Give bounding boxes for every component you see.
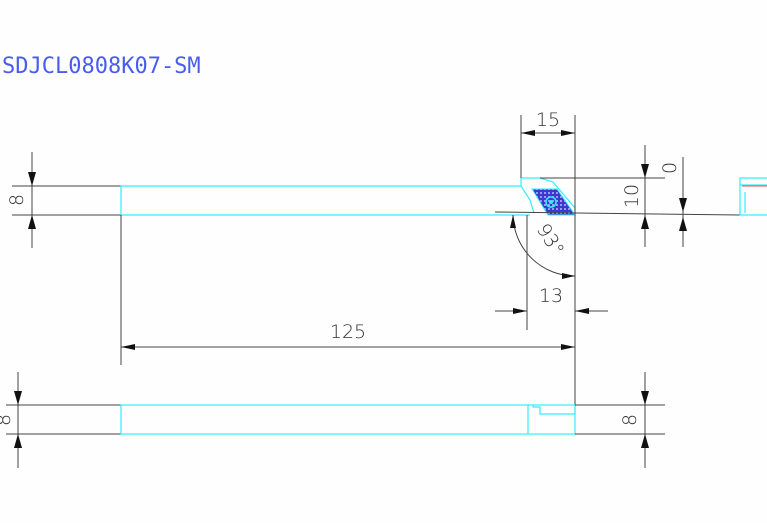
side-view: 8 8	[0, 372, 665, 468]
drawing-title: SDJCL0808K07-SM	[2, 54, 201, 79]
end-view-fragment	[739, 177, 767, 216]
top-view: 8 15 10 0 93°	[6, 109, 767, 405]
dim-cut-width: 15	[536, 109, 560, 131]
dim-shank-height-bottom-left: 8	[0, 414, 15, 426]
dim-shank-height-bottom-right: 8	[619, 414, 641, 426]
dim-shank-height-top: 8	[6, 194, 28, 206]
dim-head-height: 10	[621, 184, 643, 208]
dim-tip-offset: 13	[539, 285, 563, 307]
insert	[531, 188, 576, 216]
dim-length: 125	[330, 321, 366, 343]
dim-offset: 0	[659, 162, 681, 174]
dim-angle: 93°	[532, 220, 569, 260]
